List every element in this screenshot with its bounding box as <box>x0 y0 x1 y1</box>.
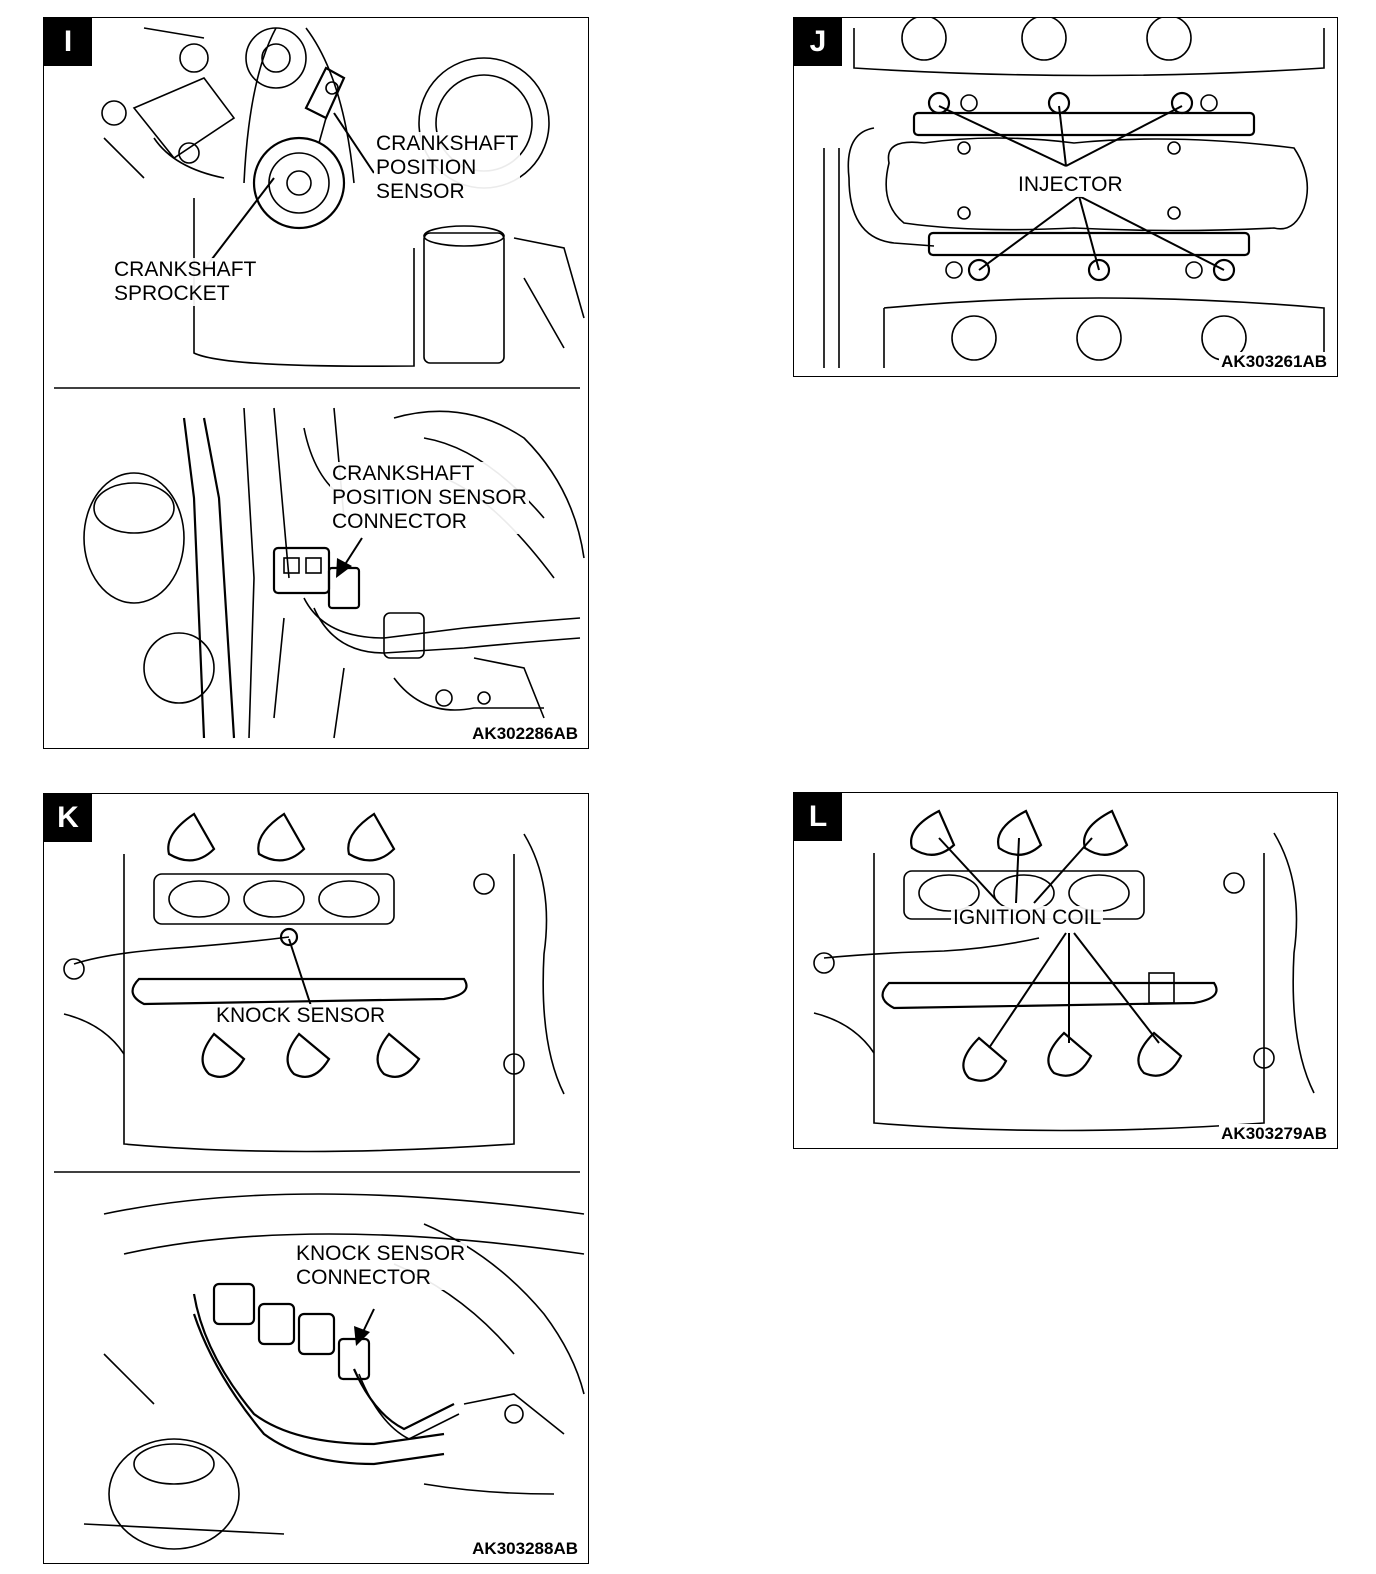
panel-i-illustration <box>54 27 585 739</box>
crankshaft-connector-drawing <box>54 387 585 739</box>
panel-k: K KNOCK SENSOR KNOCK SENSOR CONNECTOR AK… <box>43 793 589 1564</box>
panel-l-code: AK303279AB <box>1219 1124 1329 1144</box>
knock-connector-drawing <box>54 1171 585 1550</box>
knock-sensor-connector-label: KNOCK SENSOR CONNECTOR <box>294 1242 468 1290</box>
knock-sensor-label: KNOCK SENSOR <box>214 1004 388 1028</box>
ignition-coil-label: IGNITION COIL <box>951 906 1104 930</box>
crankshaft-position-sensor-label: CRANKSHAFT POSITION SENSOR <box>374 132 521 204</box>
panel-i-tag: I <box>44 18 92 66</box>
ignition-coil-leaders <box>938 837 1160 1049</box>
panel-i-code: AK302286AB <box>470 724 580 744</box>
crankshaft-sprocket-label: CRANKSHAFT SPROCKET <box>112 258 259 306</box>
crankshaft-sprocket-drawing <box>101 27 585 368</box>
panel-l-tag: L <box>794 793 842 841</box>
panel-k-code: AK303288AB <box>470 1539 580 1559</box>
injector-drawing <box>823 18 1325 368</box>
injector-label: INJECTOR <box>1016 173 1125 197</box>
knock-connector-arrow <box>354 1308 375 1346</box>
injector-leaders <box>938 105 1225 271</box>
panel-j-code: AK303261AB <box>1219 352 1329 372</box>
panel-j-tag: J <box>794 18 842 66</box>
crankshaft-position-sensor-connector-label: CRANKSHAFT POSITION SENSOR CONNECTOR <box>330 462 529 534</box>
panel-j-illustration <box>823 18 1325 368</box>
panel-k-illustration <box>54 812 585 1550</box>
crank-connector-arrow <box>336 537 363 578</box>
knock-sensor-drawing <box>63 812 565 1153</box>
panel-i: I CRANKSHAFT POSITION SENSOR CRANKSHAFT … <box>43 17 589 749</box>
crank-sensor-leader <box>333 112 375 174</box>
panel-l: L IGNITION COIL AK303279AB <box>793 792 1338 1149</box>
panel-l-illustration <box>813 809 1315 1132</box>
panel-k-tag: K <box>44 794 92 842</box>
panel-j: J INJECTOR AK303261AB <box>793 17 1338 377</box>
ignition-coil-drawing <box>813 809 1315 1132</box>
knock-sensor-leader <box>288 938 313 1010</box>
